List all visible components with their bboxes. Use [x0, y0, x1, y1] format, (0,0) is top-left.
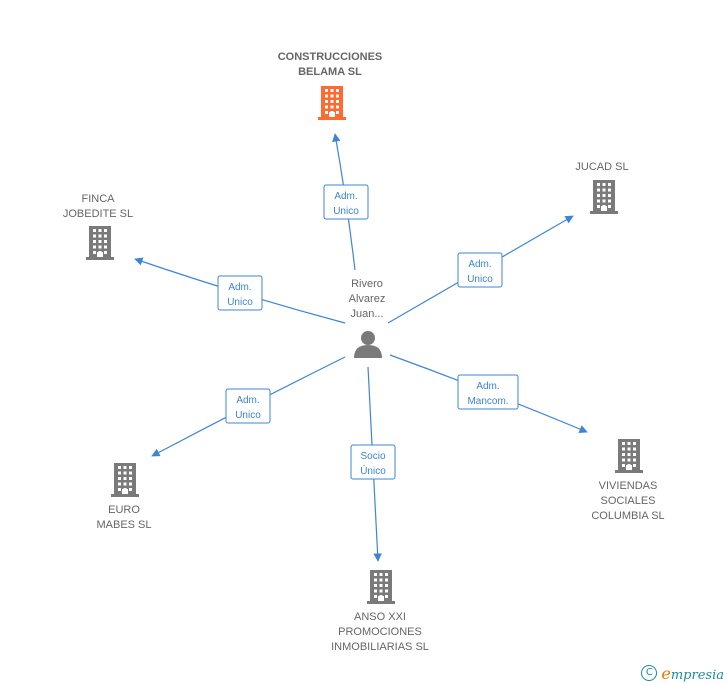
company-name-line: CONSTRUCCIONES: [278, 51, 383, 63]
company-name-line: ANSO XXI: [354, 611, 406, 623]
building-icon: [590, 180, 618, 214]
company-name-line: COLUMBIA SL: [591, 510, 664, 522]
company-node-jucad[interactable]: JUCAD SL: [575, 161, 629, 214]
company-node-viviendas[interactable]: VIVIENDAS SOCIALES COLUMBIA SL: [591, 439, 665, 522]
building-icon: [86, 226, 114, 260]
company-name-line: EURO: [108, 504, 140, 516]
person-icon: [354, 331, 382, 358]
brand-logo[interactable]: empresia: [661, 664, 724, 683]
brand-name: mpresia: [670, 667, 724, 683]
company-name-line: INMOBILIARIAS SL: [331, 641, 429, 653]
edge-label-viviendas[interactable]: Adm. Mancom.: [457, 374, 519, 410]
edge-label-text-line: Adm.: [468, 259, 491, 270]
person-name-line: Alvarez: [349, 293, 386, 305]
company-node-construcciones[interactable]: CONSTRUCCIONES BELAMA SL: [278, 51, 383, 120]
company-name-line: MABES SL: [96, 519, 151, 531]
company-name-line: BELAMA SL: [298, 66, 362, 78]
edge-label-text-line: Unico: [235, 410, 261, 421]
edge-label-text-line: Adm.: [236, 395, 259, 406]
company-node-euro[interactable]: EURO MABES SL: [96, 463, 152, 531]
nodes-layer: CONSTRUCCIONES BELAMA SL JUCAD SL FINCA JOBE…: [63, 51, 665, 653]
center-person[interactable]: RiveroAlvarezJuan...: [349, 278, 386, 358]
building-icon: [318, 86, 346, 120]
edge-label-text-line: Unico: [333, 206, 359, 217]
edge-label-euro[interactable]: Adm. Unico: [225, 388, 271, 424]
person-name-line: Juan...: [350, 308, 383, 320]
edge-label-text-line: Socio: [360, 451, 385, 462]
company-name-line: FINCA: [82, 193, 116, 205]
edge-label-text-line: Adm.: [334, 191, 357, 202]
edge-label-text-line: Unico: [467, 274, 493, 285]
edge-label-text-line: Unico: [227, 297, 253, 308]
edge-label-text-line: Mancom.: [467, 396, 508, 407]
company-name-line: PROMOCIONES: [338, 626, 422, 638]
edge-label-text-line: Adm.: [228, 282, 251, 293]
copyright-icon: C: [641, 665, 658, 681]
person-name-line: Rivero: [351, 278, 383, 290]
edges-layer: Adm.UnicoAdm.UnicoAdm.UnicoAdm.UnicoSoci…: [134, 133, 588, 562]
edge-label-text-line: Único: [360, 464, 386, 477]
building-icon: [111, 463, 139, 497]
edge-label-jucad[interactable]: Adm. Unico: [457, 252, 503, 288]
building-icon: [367, 570, 395, 604]
edge-label-construcciones[interactable]: Adm. Unico: [323, 184, 369, 220]
company-node-anso[interactable]: ANSO XXI PROMOCIONES INMOBILIARIAS SL: [331, 570, 429, 653]
brand-initial: e: [661, 663, 671, 683]
company-name-line: JUCAD SL: [575, 161, 628, 173]
company-node-finca[interactable]: FINCA JOBEDITE SL: [63, 193, 133, 260]
building-icon: [615, 439, 643, 473]
edge-label-finca[interactable]: Adm. Unico: [217, 275, 263, 311]
company-name-line: SOCIALES: [600, 495, 655, 507]
company-name-line: JOBEDITE SL: [63, 208, 133, 220]
footer-brand: C empresia: [641, 663, 724, 683]
edge-label-text-line: Adm.: [476, 381, 499, 392]
company-name-line: VIVIENDAS: [599, 480, 658, 492]
